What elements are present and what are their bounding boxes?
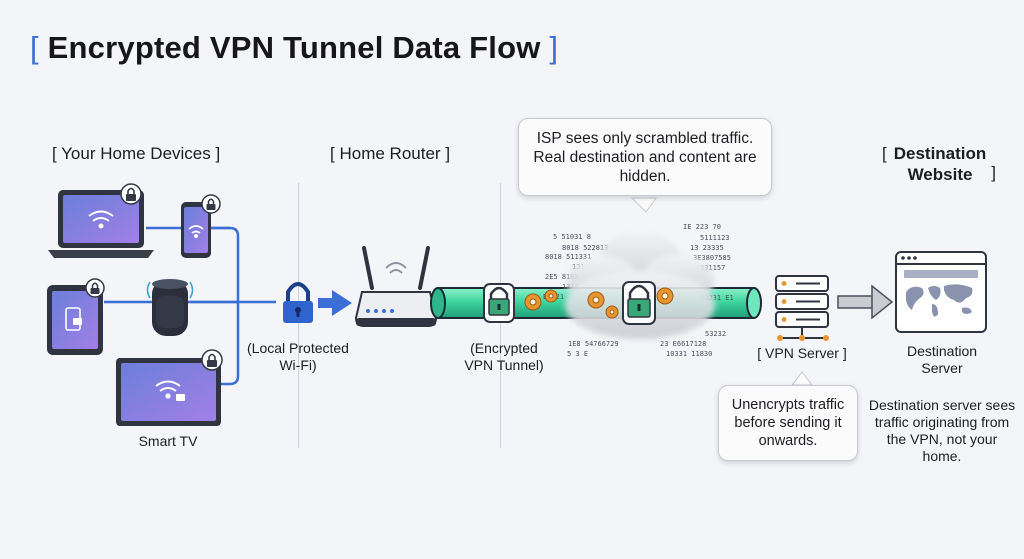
scramble-text: 2E5 8188: [545, 273, 579, 281]
bracket-open: [: [882, 144, 887, 163]
scramble-text: 5 51031 8: [553, 233, 591, 241]
destination-note: Destination server sees traffic originat…: [868, 397, 1016, 464]
lock-badge-icon: [120, 183, 142, 205]
isp-callout-pointer: [630, 197, 657, 213]
tablet-icon: [47, 278, 105, 355]
title-text: Encrypted VPN Tunnel Data Flow: [47, 30, 541, 65]
destination-line-1: Destination: [893, 144, 987, 163]
isp-cloud-icon: [565, 232, 715, 339]
scramble-text: 1E8 54766729: [568, 340, 619, 348]
title-bracket-close: ]: [549, 30, 559, 65]
destination-server-label: Destination Server: [906, 343, 978, 376]
isp-callout: ISP sees only scrambled traffic. Real de…: [518, 118, 772, 196]
section-label-home-devices: [ Your Home Devices ]: [52, 144, 220, 164]
device-connection-lines: [104, 226, 276, 386]
scramble-text: 3E3807585: [693, 254, 731, 262]
local-wifi-label: (Local Protected Wi-Fi): [247, 340, 349, 373]
gear-icon: [524, 287, 674, 319]
page-title: [ Encrypted VPN Tunnel Data Flow ]: [30, 30, 558, 66]
bracket-close: ]: [445, 144, 451, 163]
destination-browser-icon: [895, 251, 987, 333]
section-home-devices-text: Your Home Devices: [61, 144, 211, 163]
vpn-server-label: [ VPN Server ]: [757, 345, 847, 361]
laptop-icon: [48, 183, 154, 258]
scramble-text: 5111123: [700, 234, 730, 242]
wifi-icon: [385, 262, 407, 274]
scramble-text: 8018 511331: [545, 253, 591, 261]
section-label-destination: [ Destination Website ]: [880, 143, 1000, 185]
encrypted-tunnel-label: (Encrypted VPN Tunnel): [464, 340, 544, 373]
smart-speaker-icon: [146, 279, 194, 336]
scramble-text: 331157: [700, 264, 725, 272]
wifi-icon: [88, 210, 114, 229]
wifi-icon: [155, 380, 181, 399]
destination-line-2: Website: [907, 165, 973, 184]
world-map-icon: [906, 284, 973, 317]
vpn-callout-pointer: [790, 371, 814, 386]
section-label-home-router: [ Home Router ]: [330, 144, 450, 164]
title-bracket-open: [: [30, 30, 39, 65]
bracket-open: [: [330, 144, 335, 163]
bracket-close: ]: [215, 144, 221, 163]
scramble-text: 23 E6617128: [660, 340, 706, 348]
vpn-server-callout-text: Unencrypts traffic before sending it onw…: [731, 397, 845, 449]
tunnel-lock-left-icon: [483, 283, 515, 323]
bracket-close: ]: [991, 163, 996, 182]
scramble-text: IE 223 70: [683, 223, 721, 231]
arrow-to-router-icon: [318, 290, 352, 316]
scramble-text: 13 23335: [690, 244, 724, 252]
padlock-icon: [283, 282, 313, 323]
tunnel-lock-center-icon: [622, 281, 656, 325]
lock-badge-icon: [85, 278, 105, 298]
scramble-text: 53231 E1: [700, 294, 734, 302]
arrow-to-destination-icon: [837, 284, 894, 320]
smart-tv-label: Smart TV: [138, 433, 198, 449]
phone-lock-icon: [65, 307, 82, 331]
tv-lock-glyph: [176, 394, 185, 401]
section-home-router-text: Home Router: [339, 144, 441, 163]
vpn-server-callout: Unencrypts traffic before sending it onw…: [718, 385, 858, 461]
scramble-text: 8018 522813: [562, 244, 608, 252]
vpn-server-icon: [775, 275, 829, 341]
isp-callout-text: ISP sees only scrambled traffic. Real de…: [533, 129, 757, 185]
router-icon: [354, 246, 438, 327]
lock-badge-icon: [201, 194, 221, 214]
signal-waves-icon: [146, 281, 194, 299]
scramble-text: 5 3 E: [567, 350, 588, 358]
wifi-icon: [188, 225, 204, 239]
connector-laptop-tv: [146, 226, 240, 386]
smart-tv-icon: [116, 349, 223, 426]
bracket-open: [: [52, 144, 57, 163]
scramble-text: 10331 11830: [666, 350, 712, 358]
smartphone-icon: [181, 194, 221, 258]
lock-badge-icon: [201, 349, 223, 371]
scramble-text: 53232: [705, 330, 726, 338]
